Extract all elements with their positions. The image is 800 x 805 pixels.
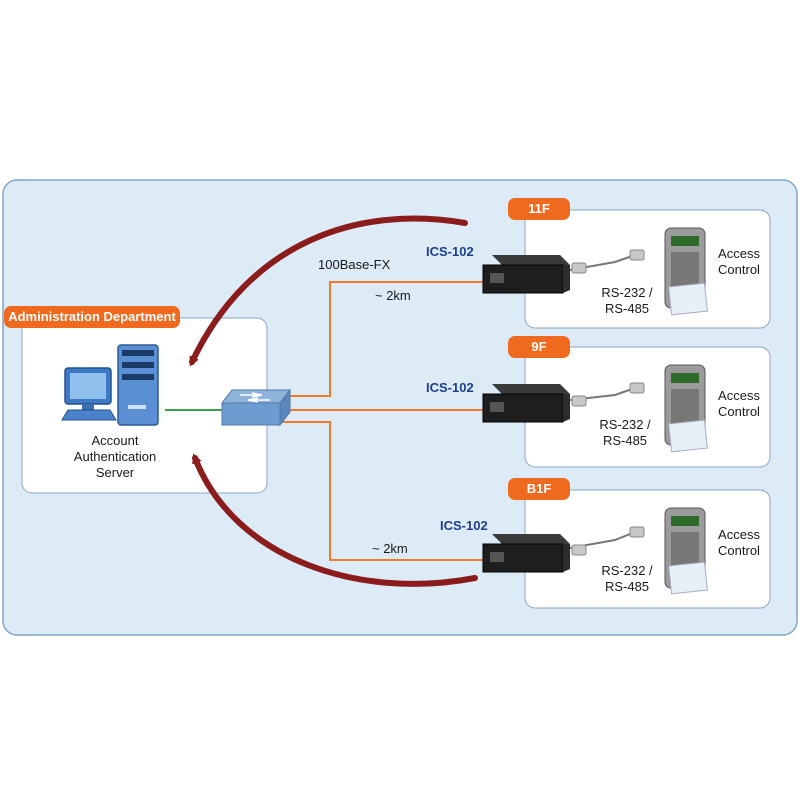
floor-tag-11f: 11F	[508, 198, 570, 220]
converter-11f	[482, 255, 570, 294]
access-label-b1f-line-1: Access	[718, 527, 760, 542]
serial-label-b1f: RS-232 / RS-485	[592, 563, 662, 595]
access-label-b1f-line-2: Control	[718, 543, 760, 558]
floor-tag-9f: 9F	[508, 336, 570, 358]
serial-label-9f-line-1: RS-232 /	[599, 417, 651, 432]
distance-label-bottom: ~ 2km	[372, 541, 408, 556]
device-label-11f: ICS-102	[426, 244, 474, 259]
top-arrow	[189, 215, 468, 367]
converter-b1f	[482, 534, 570, 573]
serial-label-11f-line-1: RS-232 /	[601, 285, 653, 300]
admin-department-tag: Administration Department	[4, 306, 180, 328]
access-label-9f-line-2: Control	[718, 404, 760, 419]
fiber-links	[280, 281, 483, 561]
fiber-type-label: 100Base-FX	[318, 257, 391, 272]
fiber-link-b1f	[280, 421, 483, 561]
device-label-b1f: ICS-102	[440, 518, 488, 533]
server-label-line-3: Server	[95, 465, 135, 480]
access-control-unit-9f	[569, 364, 708, 453]
floor-tag-b1f: B1F	[508, 478, 570, 500]
server-label: Account Authentication Server	[60, 433, 170, 481]
access-label-9f: Access Control	[710, 388, 768, 420]
access-label-9f-line-1: Access	[718, 388, 760, 403]
access-label-11f-line-1: Access	[718, 246, 760, 261]
distance-label-top: ~ 2km	[375, 288, 411, 303]
server-label-line-1: Account	[91, 433, 139, 448]
serial-label-b1f-line-2: RS-485	[604, 579, 650, 594]
serial-label-11f: RS-232 / RS-485	[592, 285, 662, 317]
access-label-11f: Access Control	[710, 246, 768, 278]
access-control-unit-11f	[569, 227, 708, 316]
serial-label-9f-line-2: RS-485	[602, 433, 648, 448]
converter-9f	[482, 384, 570, 423]
server-icon	[117, 344, 159, 426]
access-control-unit-b1f	[569, 507, 708, 595]
serial-label-9f: RS-232 / RS-485	[590, 417, 660, 449]
serial-label-11f-line-2: RS-485	[604, 301, 650, 316]
serial-label-b1f-line-1: RS-232 /	[601, 563, 653, 578]
device-label-9f: ICS-102	[426, 380, 474, 395]
bottom-arrow	[192, 453, 478, 587]
computer-icon	[61, 367, 117, 421]
fiber-link-11f	[280, 281, 483, 397]
access-label-b1f: Access Control	[710, 527, 768, 559]
switch-icon	[220, 388, 292, 427]
access-label-11f-line-2: Control	[718, 262, 760, 277]
server-label-line-2: Authentication	[73, 449, 157, 464]
